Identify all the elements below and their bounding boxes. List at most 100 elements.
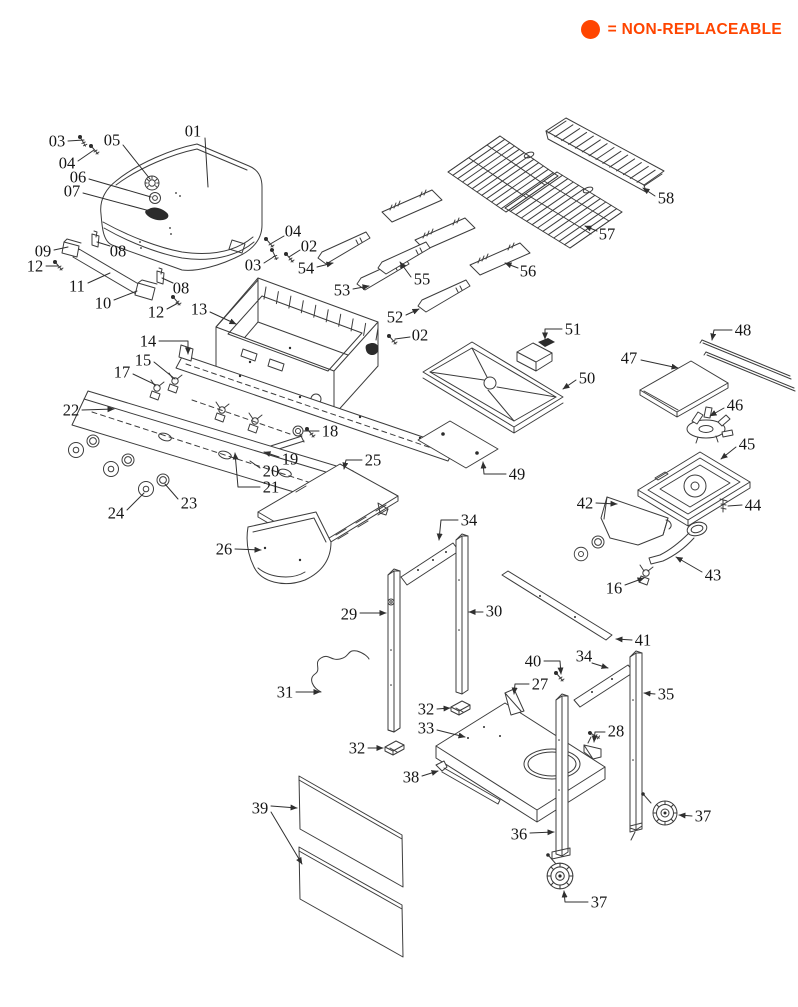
leader-line-02 [394,336,411,340]
part-number-46: 46 [727,396,744,415]
part-number-31: 31 [277,683,294,702]
part-number-37: 37 [591,893,608,912]
part-number-08: 08 [110,242,127,261]
part-number-22: 22 [63,401,80,420]
part-number-16: 16 [606,579,623,598]
part-number-35: 35 [658,685,675,704]
part-number-08: 08 [173,279,190,298]
leader-line-47 [640,359,679,370]
leader-line-26 [234,546,262,553]
bolt-drawing [719,498,728,513]
part-number-42: 42 [577,494,594,513]
part-number-23: 23 [181,494,198,513]
leader-line-53 [352,284,370,291]
leader-line-04 [77,149,95,162]
tank-rail-drawing [435,760,501,805]
leader-line-56 [504,262,519,269]
part-number-34: 34 [576,647,593,666]
part-number-17: 17 [114,363,131,382]
part-number-14: 14 [140,332,157,351]
part-number-48: 48 [735,321,752,340]
leader-line-20 [249,460,261,469]
leader-line-55 [399,261,412,278]
screw-clip-drawing [553,670,565,682]
part-number-44: 44 [745,496,762,515]
part-number-03: 03 [49,132,66,151]
leader-line-33 [436,729,466,739]
part-number-13: 13 [191,300,208,319]
side-shelf-cover-drawing [639,360,729,418]
cross-bar-drawing [501,570,613,641]
part-number-57: 57 [599,225,616,244]
wire-pattern [263,286,379,341]
part-number-45: 45 [739,435,756,454]
leader-line-03 [263,255,276,264]
leader-line-22 [81,406,115,413]
cross-brace-drawing [573,664,635,708]
part-number-32: 32 [418,700,435,719]
part-number-02: 02 [412,326,429,345]
leader-line-58 [642,187,656,197]
leader-line-06 [88,178,152,198]
part-number-38: 38 [403,768,420,787]
leader-line-44 [727,504,743,507]
part-number-05: 05 [104,131,121,150]
part-number-39: 39 [252,799,269,818]
part-number-34: 34 [461,511,478,530]
part-number-56: 56 [520,262,537,281]
leader-line-57 [584,225,598,232]
leader-line-02 [288,249,301,258]
leader-line-46 [709,407,725,417]
leader-line-19 [263,451,280,458]
line-art [52,117,796,958]
cart-leg-drawing [387,568,401,733]
side-burner-box-drawing [637,451,751,527]
non-replaceable-dot-icon [580,20,600,39]
leader-line-09 [53,246,69,251]
part-number-03: 03 [245,256,262,275]
cart-leg-drawing [629,650,643,841]
part-number-32: 32 [349,739,366,758]
leader-line-07 [82,192,151,212]
leader-line-36 [529,829,555,836]
leader-line-16 [624,577,645,586]
leader-line-34 [436,519,459,541]
part-number-47: 47 [621,349,638,368]
side-burner-trivet-drawing [686,406,734,444]
part-number-49: 49 [509,465,526,484]
part-number-12: 12 [27,257,44,276]
leader-line-21 [232,452,261,488]
part-number-37: 37 [695,807,712,826]
leader-line-17 [132,373,157,386]
grease-cup-drawing [516,338,555,372]
leader-line-49 [480,461,507,475]
wheel-drawing [546,792,678,890]
leader-line-14 [158,340,191,355]
legend: = NON-REPLACEABLE [580,20,782,39]
part-number-43: 43 [705,566,722,585]
part-number-06: 06 [70,168,87,187]
cart-leg-drawing [546,693,571,865]
leader-line-52 [405,308,420,316]
part-number-18: 18 [322,422,339,441]
leader-line-51 [542,328,563,340]
leader-line-39 [270,811,303,865]
leader-line-24 [126,492,145,511]
part-number-58: 58 [658,189,675,208]
heat-shield-plate-drawing [417,420,499,469]
leader-line-45 [720,446,737,460]
leader-line-48 [710,329,733,341]
part-number-54: 54 [298,259,315,278]
warming-rack-drawing [545,117,665,193]
part-number-04: 04 [285,222,302,241]
cooking-grate-drawing [504,171,623,249]
part-number-26: 26 [216,540,233,559]
part-number-40: 40 [525,652,542,671]
grease-tray-drawing [422,341,564,434]
part-number-02: 02 [301,237,318,256]
part-number-10: 10 [95,294,112,313]
part-number-09: 09 [35,242,52,261]
bottom-shelf-drawing [435,702,606,823]
